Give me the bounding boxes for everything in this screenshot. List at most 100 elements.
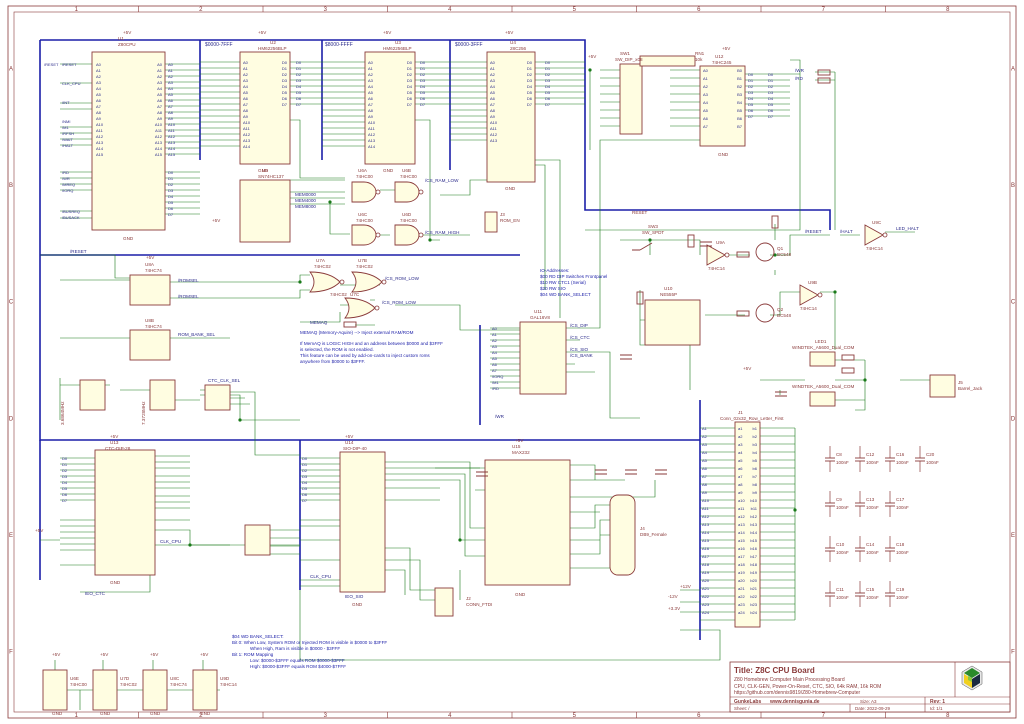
vcc-label-5: +5V xyxy=(588,54,597,59)
svg-text:D7: D7 xyxy=(527,102,533,107)
plus33-label: +3.3V xyxy=(668,606,681,611)
svg-text:A2: A2 xyxy=(168,74,174,79)
title-line-1: Z80 Homebrew Computer Main Processing Bo… xyxy=(734,677,845,683)
u7a-ref: U7A xyxy=(316,258,326,263)
gnd-label-1: GND xyxy=(123,236,134,241)
frame-row-B: B xyxy=(9,183,13,189)
text-labels: $0000-7FFF $8000-FFFF $0000-3FFF U1 Z80C… xyxy=(35,30,983,716)
svg-text:A2: A2 xyxy=(368,72,374,77)
svg-text:D7: D7 xyxy=(420,102,426,107)
x1-body xyxy=(79,379,106,411)
svg-text:D4: D4 xyxy=(545,84,551,89)
logic-gates xyxy=(309,181,884,319)
u11-ref: U11 xyxy=(534,309,543,314)
svg-text:D1: D1 xyxy=(62,462,68,467)
svg-text:A3: A3 xyxy=(157,80,163,85)
u7d-part: 74HC02 xyxy=(120,682,137,687)
svg-text:A18: A18 xyxy=(702,562,710,567)
frame-col-bottom-6: 6 xyxy=(697,713,701,719)
svg-text:a22: a22 xyxy=(738,594,745,599)
frame-col-bottom-3: 3 xyxy=(324,713,328,719)
u8b-ref: U8B xyxy=(145,318,154,323)
svg-text:A7: A7 xyxy=(703,124,709,129)
c7-symbol xyxy=(775,391,787,397)
u8b-body xyxy=(129,329,171,361)
u7d-body xyxy=(92,669,118,711)
svg-text:A11: A11 xyxy=(702,506,710,511)
c5-symbol xyxy=(655,469,667,475)
svg-text:D7: D7 xyxy=(768,114,774,119)
svg-text:D4: D4 xyxy=(420,84,426,89)
svg-text:b23: b23 xyxy=(750,602,757,607)
svg-text:a23: a23 xyxy=(738,602,745,607)
u7b-part: 74HC02 xyxy=(356,264,373,269)
svg-text:/HALT: /HALT xyxy=(62,143,74,148)
j2-body xyxy=(434,587,454,617)
vcc-label-16: +5V xyxy=(150,652,159,657)
net-reset-2: /RESET xyxy=(805,229,822,234)
svg-text:D1: D1 xyxy=(420,66,426,71)
net-cs-bank: /CS_BANK xyxy=(570,353,594,358)
svg-text:A9: A9 xyxy=(702,490,708,495)
svg-text:/IORQ: /IORQ xyxy=(62,188,73,193)
svg-text:A11: A11 xyxy=(368,126,376,131)
svg-text:D2: D2 xyxy=(282,72,288,77)
svg-text:C19: C19 xyxy=(896,587,905,592)
led1-body xyxy=(809,351,836,367)
svg-text:D6: D6 xyxy=(407,96,413,101)
svg-text:A5: A5 xyxy=(703,108,709,113)
svg-text:A1: A1 xyxy=(703,76,709,81)
svg-text:A4: A4 xyxy=(157,86,163,91)
svg-text:D4: D4 xyxy=(768,96,774,101)
svg-text:D3: D3 xyxy=(168,188,174,193)
u10-ref: U10 xyxy=(664,286,673,291)
u7a-gate xyxy=(309,271,341,293)
u4-body xyxy=(486,51,536,183)
net-ctc-clk-sel: CTC_CLK_SEL xyxy=(208,378,241,383)
u10-body xyxy=(644,299,701,346)
svg-text:a15: a15 xyxy=(738,538,745,543)
svg-text:A11: A11 xyxy=(155,128,163,133)
led2-val: WINDTEK_A5600_Dual_COM xyxy=(792,384,854,389)
note-bank-3: Bit 1: ROM Mapping xyxy=(232,652,274,657)
r-led1 xyxy=(841,354,855,361)
note-bank-2: When High, Ram is visible in $0000 - $3F… xyxy=(250,646,340,651)
q2-ref: Q2 xyxy=(777,307,784,312)
net-cs-sio: /CS_SIO xyxy=(570,347,589,352)
svg-text:D1: D1 xyxy=(527,66,533,71)
u1-part: Z80CPU xyxy=(118,42,136,47)
frame-row-E: E xyxy=(9,533,13,539)
frame-col-7: 7 xyxy=(822,7,826,13)
q1-ref: Q1 xyxy=(777,246,784,251)
svg-text:D7: D7 xyxy=(282,102,288,107)
svg-text:/RFSH: /RFSH xyxy=(62,131,74,136)
svg-text:A9: A9 xyxy=(96,116,102,121)
sw3-val: SW_SPDT xyxy=(642,230,664,235)
j1-ref: J1 xyxy=(738,410,743,415)
svg-text:/BUSACK: /BUSACK xyxy=(62,215,80,220)
minus12-label: -12V xyxy=(668,594,679,599)
vcc-label-13: +5V xyxy=(35,528,44,533)
svg-text:A0: A0 xyxy=(168,62,174,67)
svg-text:A5: A5 xyxy=(702,458,708,463)
svg-text:A9: A9 xyxy=(157,116,163,121)
svg-text:A6: A6 xyxy=(490,96,496,101)
net-ieo-ctc: IEO_CTC xyxy=(85,591,106,596)
svg-text:b14: b14 xyxy=(750,530,757,535)
u9b-ref: U9B xyxy=(808,280,817,285)
svg-text:b1: b1 xyxy=(753,426,758,431)
svg-text:A0: A0 xyxy=(243,60,249,65)
svg-text:A13: A13 xyxy=(702,522,710,527)
svg-text:A14: A14 xyxy=(168,146,176,151)
u8b-part: 74HC74 xyxy=(145,324,162,329)
svg-text:D0: D0 xyxy=(168,170,174,175)
j1-val: Conn_02x32_Row_Letter_First xyxy=(720,416,784,421)
svg-text:a2: a2 xyxy=(738,434,743,439)
svg-text:D0: D0 xyxy=(748,72,754,77)
u9d-part: 74HC14 xyxy=(220,682,237,687)
u14-ref: U14 xyxy=(345,440,354,445)
